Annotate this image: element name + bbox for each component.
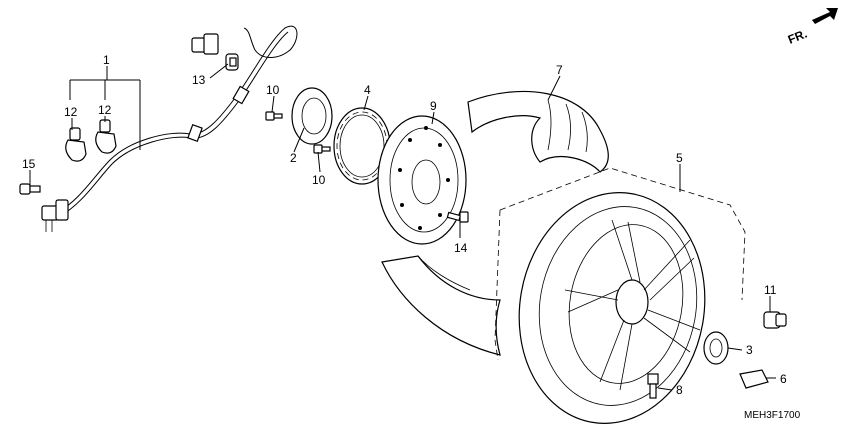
drawing-code: MEH3F1700 bbox=[744, 410, 801, 421]
callout-14: 14 bbox=[454, 241, 468, 255]
callout-10-upper: 10 bbox=[266, 83, 280, 97]
callout-9: 9 bbox=[430, 99, 437, 113]
axle-cap-11 bbox=[763, 311, 787, 329]
callout-2: 2 bbox=[290, 151, 297, 165]
clamp-12-right bbox=[95, 119, 117, 154]
callout-4: 4 bbox=[364, 83, 371, 97]
dust-seal-3 bbox=[703, 331, 729, 365]
callout-13: 13 bbox=[192, 73, 206, 87]
leader-lines bbox=[29, 63, 776, 391]
callout-6: 6 bbox=[780, 372, 787, 386]
bolt-14 bbox=[446, 211, 469, 223]
callout-1: 1 bbox=[103, 53, 110, 67]
direction-label: FR. bbox=[786, 27, 809, 47]
callout-10-lower: 10 bbox=[312, 173, 326, 187]
bolt-10-lower bbox=[313, 144, 331, 154]
callout-12-right: 12 bbox=[98, 103, 112, 117]
front-direction-arrow-icon bbox=[812, 8, 838, 24]
callout-15: 15 bbox=[22, 157, 36, 171]
balance-weight-6 bbox=[739, 369, 769, 389]
brake-disc-9 bbox=[377, 115, 467, 245]
callout-5: 5 bbox=[676, 151, 683, 165]
clamp-13 bbox=[225, 53, 239, 71]
wheel-5-outline bbox=[499, 167, 746, 301]
pulser-ring-4 bbox=[333, 107, 391, 185]
sensor-ring-2 bbox=[291, 87, 333, 145]
tire-7-upper bbox=[467, 90, 609, 173]
valve-8 bbox=[647, 373, 659, 399]
bolt-15 bbox=[19, 183, 41, 195]
callout-12-left: 12 bbox=[64, 105, 78, 119]
tire-7-lower bbox=[381, 255, 501, 356]
callout-11: 11 bbox=[764, 283, 777, 297]
callout-3: 3 bbox=[746, 343, 753, 357]
clamp-12-left bbox=[65, 127, 87, 162]
callout-8: 8 bbox=[676, 383, 683, 397]
wheel-speed-sensor-assembly bbox=[41, 25, 298, 232]
callout-7: 7 bbox=[556, 63, 563, 77]
rear-wheel-5 bbox=[518, 192, 706, 424]
bolt-10-upper bbox=[265, 111, 283, 121]
